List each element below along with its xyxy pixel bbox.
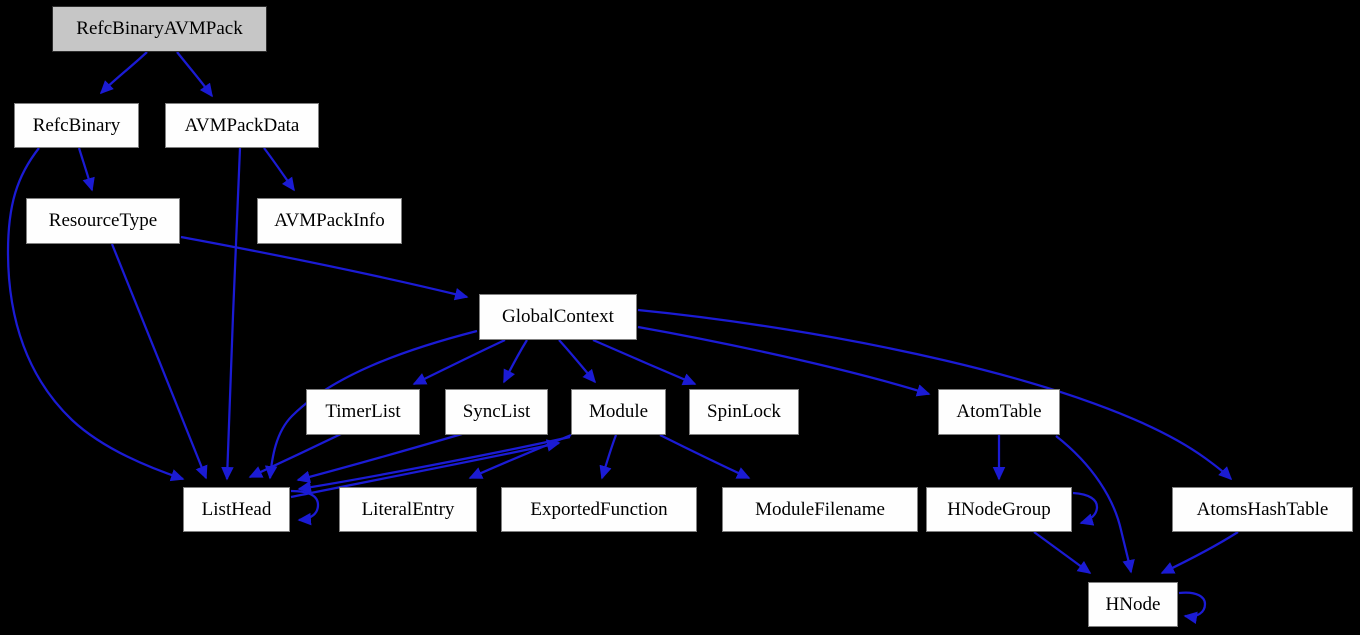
edge-module-to-exportedfunction [599, 434, 618, 480]
node-avmpackdata[interactable]: AVMPackData [165, 103, 319, 148]
edge-resourcetype-to-globalcontext [180, 235, 469, 301]
edge-refcbinaryavmpack-to-avmpackdata [176, 51, 213, 98]
node-refcbinary[interactable]: RefcBinary [14, 103, 139, 148]
node-atomshashtable[interactable]: AtomsHashTable [1172, 487, 1353, 532]
edge-listhead-to-module [290, 439, 561, 499]
edge-synclist-to-listhead [296, 432, 463, 483]
node-refcbinaryavmpack: RefcBinaryAVMPack [52, 6, 267, 52]
edge-atomshashtable-to-hnode [1160, 531, 1239, 575]
node-listhead[interactable]: ListHead [183, 487, 290, 532]
edge-refcbinaryavmpack-to-refcbinary [99, 51, 148, 95]
edge-listhead-to-listhead [290, 489, 320, 526]
node-avmpackinfo[interactable]: AVMPackInfo [257, 198, 402, 244]
edge-globalcontext-to-atomshashtable [637, 308, 1233, 481]
node-exportedfunction[interactable]: ExportedFunction [501, 487, 697, 532]
edge-hnodegroup-to-hnode [1033, 531, 1092, 574]
edge-avmpackdata-to-avmpackinfo [263, 147, 295, 192]
edge-atomtable-to-hnode [1055, 435, 1135, 574]
edge-hnode-to-hnode [1178, 591, 1207, 625]
edge-hnodegroup-to-hnodegroup [1072, 491, 1099, 526]
edge-resourcetype-to-listhead [110, 243, 208, 480]
node-module[interactable]: Module [571, 389, 666, 435]
edge-module-to-literalentry [468, 433, 572, 480]
edge-globalcontext-to-spinlock [592, 338, 697, 386]
node-timerlist[interactable]: TimerList [306, 389, 420, 435]
edge-module-to-modulefilename [659, 433, 751, 480]
node-resourcetype[interactable]: ResourceType [26, 198, 180, 244]
node-atomtable[interactable]: AtomTable [938, 389, 1060, 435]
node-literalentry[interactable]: LiteralEntry [339, 487, 477, 532]
edge-refcbinary-to-resourcetype [77, 147, 95, 192]
edge-refcbinary-to-listhead [6, 147, 185, 482]
node-modulefilename[interactable]: ModuleFilename [722, 487, 918, 532]
node-spinlock[interactable]: SpinLock [689, 389, 799, 435]
edge-globalcontext-to-timerlist [412, 338, 506, 386]
node-hnodegroup[interactable]: HNodeGroup [926, 487, 1072, 532]
node-hnode[interactable]: HNode [1088, 582, 1178, 627]
edge-globalcontext-to-synclist [502, 339, 528, 384]
edge-group [6, 51, 1239, 625]
edge-globalcontext-to-module [558, 339, 596, 384]
edge-avmpackdata-to-listhead [221, 147, 242, 481]
node-synclist[interactable]: SyncList [445, 389, 548, 435]
edge-timerlist-to-listhead [248, 432, 342, 479]
edge-globalcontext-to-atomtable [637, 325, 931, 397]
edge-module-to-listhead [297, 435, 571, 494]
node-globalcontext[interactable]: GlobalContext [479, 294, 637, 340]
